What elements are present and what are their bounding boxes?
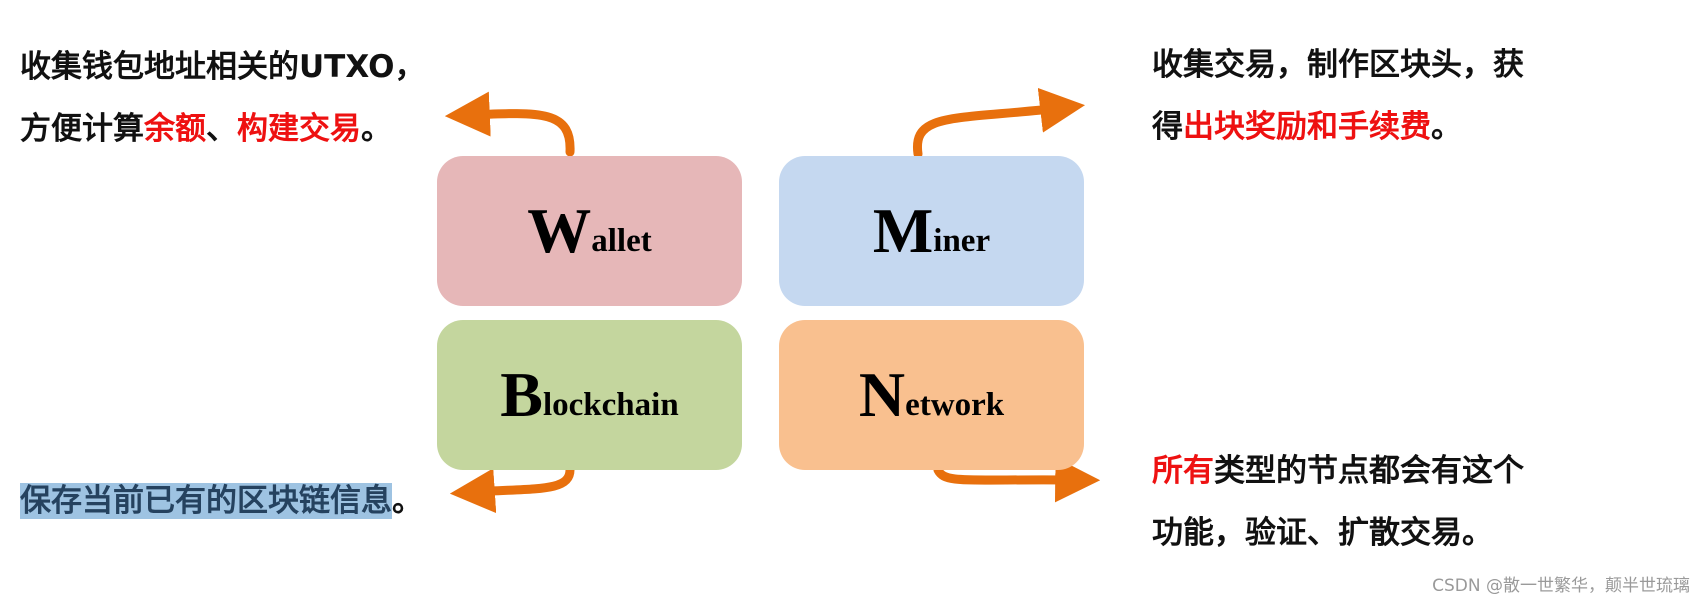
miner-label-rest: iner (933, 222, 991, 259)
wallet-annotation-line2: 方便计算余额、构建交易。 (20, 98, 425, 160)
wallet-annotation-line1: 收集钱包地址相关的UTXO， (20, 49, 426, 85)
miner-line2-prefix: 得 (1152, 109, 1183, 145)
wallet-annotation: 收集钱包地址相关的UTXO， 方便计算余额、构建交易。 (20, 36, 425, 160)
wallet-line2-end: 。 (361, 111, 392, 147)
blockchain-line-end: 。 (392, 483, 423, 519)
wallet-emphasis-balance: 余额 (144, 111, 206, 147)
blockchain-label-rest: lockchain (542, 386, 679, 423)
wallet-initial: W (527, 195, 592, 266)
miner-line2-end: 。 (1431, 109, 1462, 145)
blockchain-initial: B (500, 359, 543, 430)
blockchain-arrow (449, 465, 575, 514)
network-line1-rest: 类型的节点都会有这个 (1214, 453, 1524, 489)
miner-annotation-line2: 得出块奖励和手续费。 (1152, 96, 1524, 158)
network-initial: N (858, 359, 906, 430)
blockchain-highlighted-text: 保存当前已有的区块链信息 (20, 483, 392, 519)
network-arrow (933, 457, 1101, 503)
miner-arrow (912, 87, 1086, 159)
blockchain-annotation: 保存当前已有的区块链信息。 (20, 470, 423, 532)
miner-annotation-line1: 收集交易，制作区块头，获 (1152, 47, 1524, 83)
wallet-label-rest: allet (591, 222, 652, 259)
network-emphasis-all: 所有 (1152, 453, 1214, 489)
network-label-rest: etwork (905, 386, 1005, 423)
network-annotation-line2: 功能，验证、扩散交易。 (1152, 515, 1493, 551)
wallet-line2-prefix: 方便计算 (20, 111, 144, 147)
wallet-emphasis-build-tx: 构建交易 (237, 111, 361, 147)
miner-initial: M (872, 195, 934, 266)
miner-annotation: 收集交易，制作区块头，获 得出块奖励和手续费。 (1152, 34, 1524, 158)
miner-emphasis-reward: 出块奖励和手续费 (1183, 109, 1431, 145)
blockchain-annotation-line: 保存当前已有的区块链信息。 (20, 470, 423, 532)
network-annotation: 所有类型的节点都会有这个 功能，验证、扩散交易。 (1152, 440, 1524, 564)
watermark: CSDN @散一世繁华，颠半世琉璃 (1432, 576, 1690, 596)
wallet-arrow (444, 91, 575, 157)
wallet-line2-sep: 、 (206, 111, 237, 147)
network-annotation-line1: 所有类型的节点都会有这个 (1152, 440, 1524, 502)
